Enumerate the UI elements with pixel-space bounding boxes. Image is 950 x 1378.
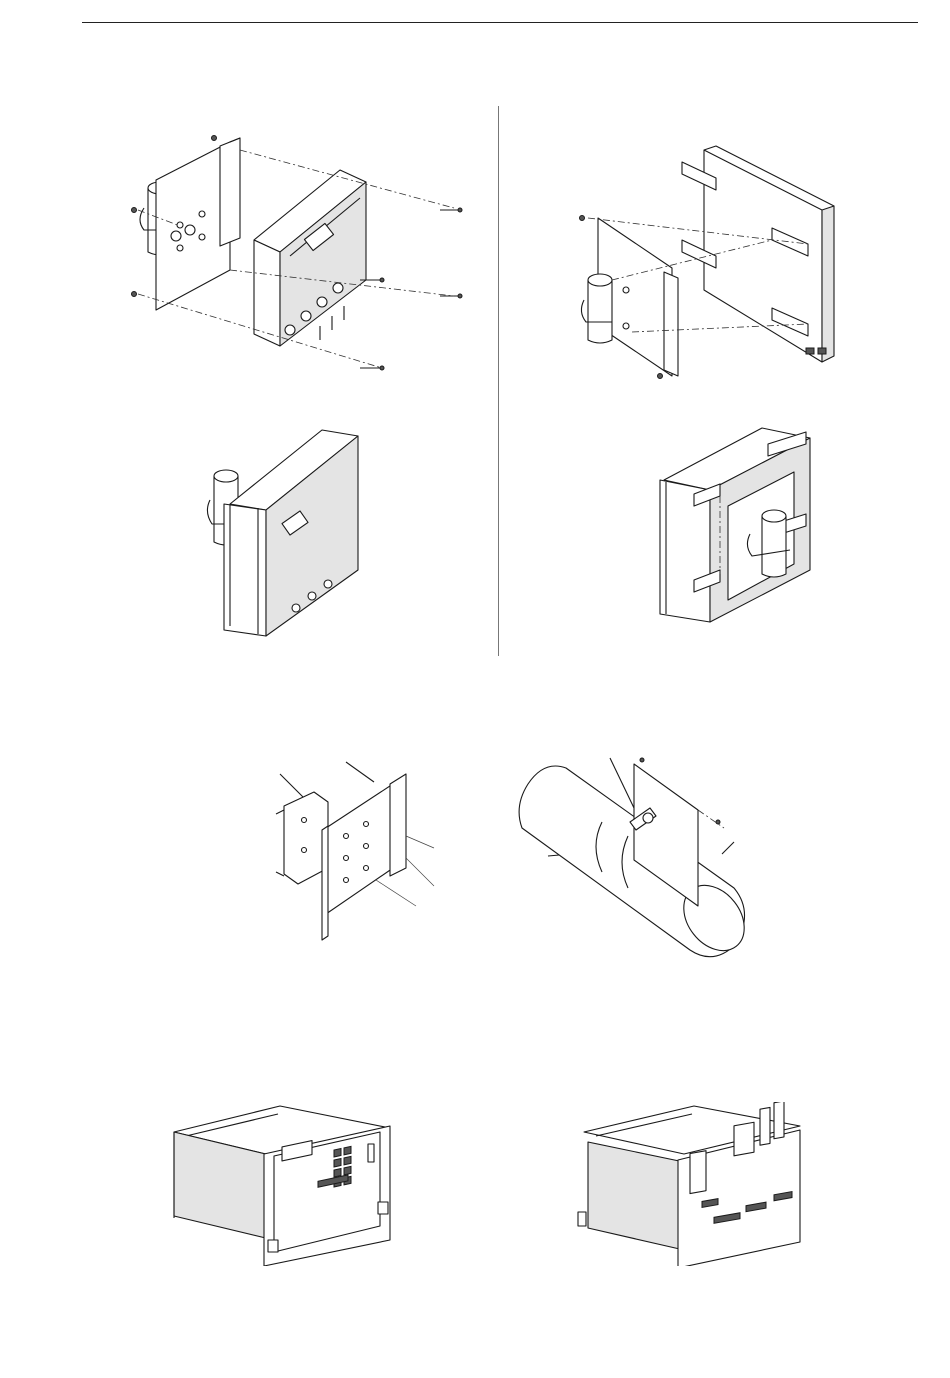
- pipe-mount-exploded-rear-drawing: [572, 140, 862, 386]
- horizontal-pipe-clamp-drawing: [518, 756, 766, 964]
- pipe-mount-exploded-front-drawing: [120, 130, 480, 380]
- panel-mount-rear-drawing: [574, 1102, 808, 1266]
- panel-mount-front-drawing: [164, 1102, 398, 1266]
- header-rule: [82, 22, 918, 23]
- pipe-mount-assembled-rear-drawing: [650, 424, 864, 630]
- column-divider: [498, 106, 499, 656]
- bracket-clamp-detail-drawing: [266, 760, 436, 950]
- pipe-mount-assembled-front-drawing: [200, 420, 370, 640]
